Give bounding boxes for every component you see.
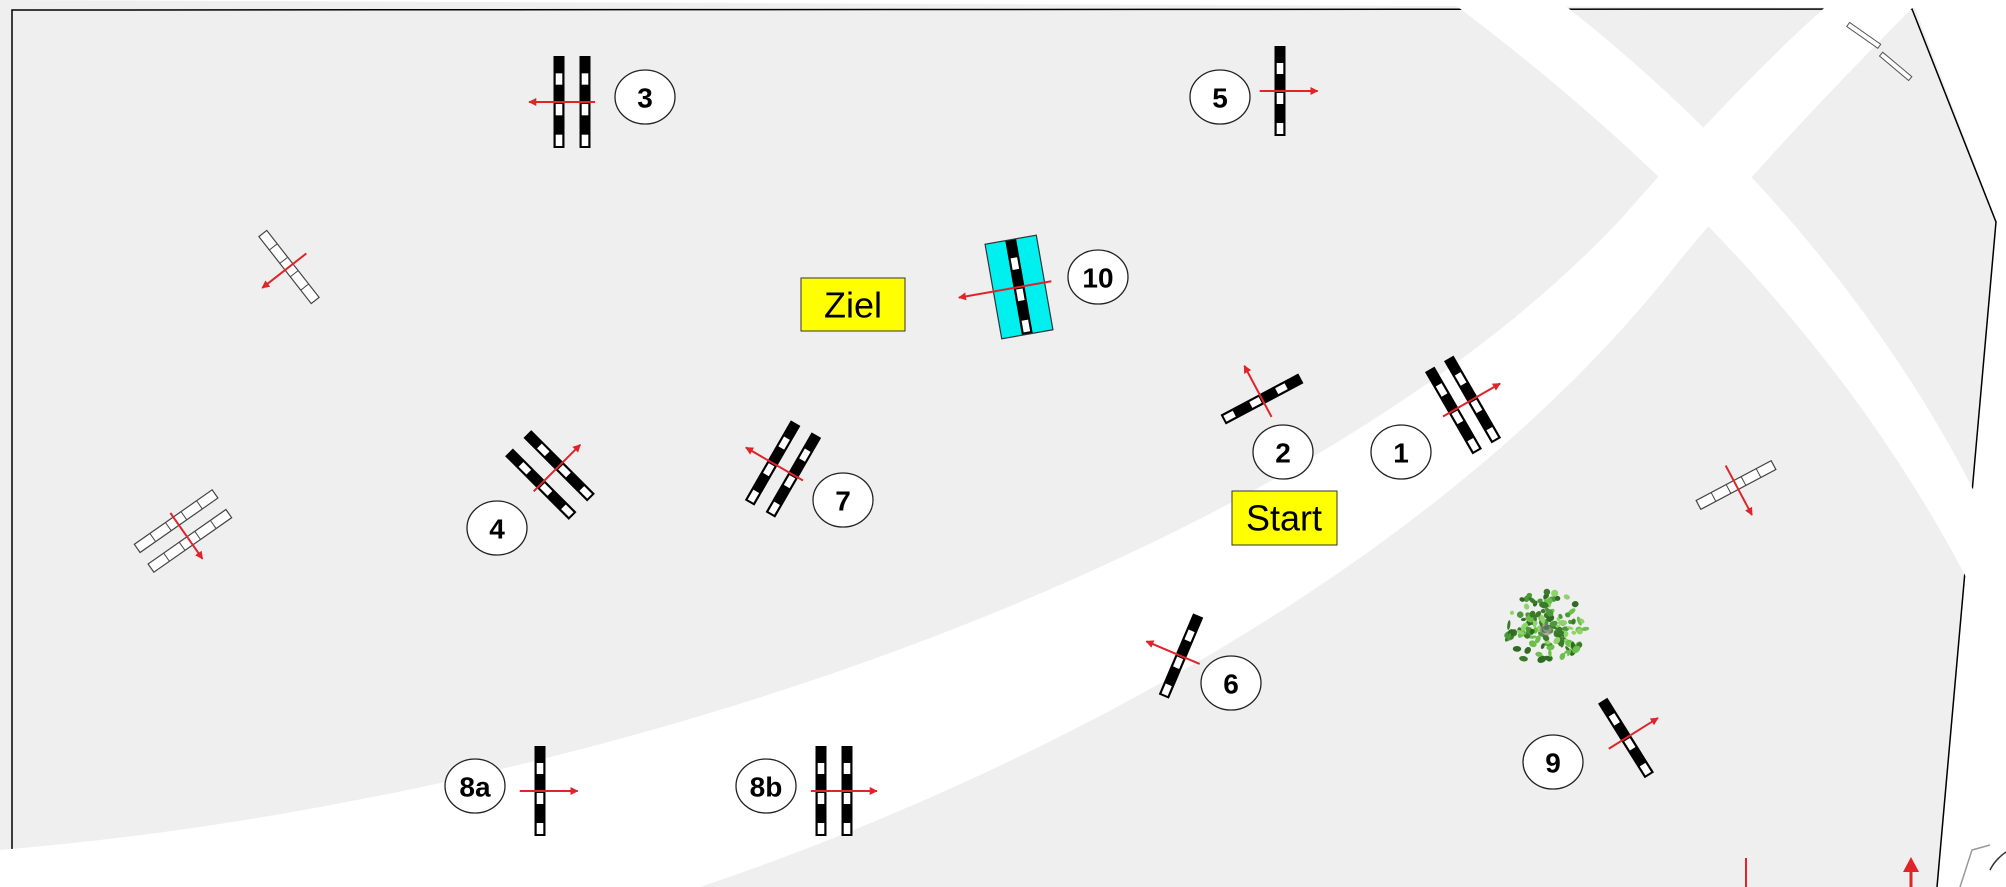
obstacle-number-7: 7 xyxy=(812,472,874,528)
obstacle-number-2: 2 xyxy=(1252,424,1314,480)
spare-jump-upper-left xyxy=(258,229,320,305)
obstacle-number-text: 3 xyxy=(637,83,653,114)
obstacle-number-text: 8b xyxy=(750,772,783,803)
spare-jump-right xyxy=(1695,459,1777,516)
jump-8a xyxy=(519,746,579,836)
jump-7 xyxy=(744,420,822,518)
corner-markers xyxy=(1846,21,1913,82)
finish-label-text: Ziel xyxy=(824,285,882,326)
direction-arrow-icon xyxy=(532,443,582,493)
obstacle-number-text: 9 xyxy=(1545,748,1561,779)
obstacle-number-text: 8a xyxy=(459,772,491,803)
potted-plant-icon xyxy=(1504,588,1590,663)
obstacle-number-5: 5 xyxy=(1189,69,1251,125)
obstacle-number-text: 10 xyxy=(1082,263,1113,294)
direction-arrow-icon xyxy=(745,446,804,482)
obstacle-number-3: 3 xyxy=(614,69,676,125)
obstacle-number-text: 1 xyxy=(1393,438,1409,469)
finish-label: Ziel xyxy=(800,277,906,332)
obstacle-number-8a: 8a xyxy=(444,758,506,814)
direction-arrow-icon xyxy=(169,512,204,560)
obstacle-number-text: 6 xyxy=(1223,669,1239,700)
direction-arrow-icon xyxy=(1608,717,1659,750)
jump-8b xyxy=(810,746,878,836)
obstacle-number-text: 2 xyxy=(1275,438,1291,469)
obstacle-number-9: 9 xyxy=(1522,734,1584,790)
obstacle-number-10: 10 xyxy=(1067,249,1129,305)
start-label: Start xyxy=(1231,490,1338,546)
direction-arrow-icon xyxy=(1442,382,1501,418)
obstacle-number-6: 6 xyxy=(1200,655,1262,711)
direction-arrow-icon xyxy=(1145,640,1201,665)
obstacle-number-text: 5 xyxy=(1212,83,1228,114)
obstacle-number-8b: 8b xyxy=(735,758,797,814)
numbers-layer: 1 2 3 4 5 6 7 8a 8b 9 10 xyxy=(444,69,1584,814)
direction-arrow-icon xyxy=(261,252,307,289)
start-label-text: Start xyxy=(1246,498,1322,539)
obstacle-number-text: 7 xyxy=(835,486,851,517)
jump-4 xyxy=(505,430,595,520)
obstacle-number-1: 1 xyxy=(1370,424,1432,480)
direction-arrow-icon xyxy=(1724,465,1753,516)
arrow-up-icon xyxy=(1903,857,1919,887)
spare-jump-left xyxy=(133,488,233,574)
obstacle-number-4: 4 xyxy=(466,500,528,556)
jump-6 xyxy=(1145,613,1204,699)
jump-3 xyxy=(528,56,596,148)
arena-boundary xyxy=(11,8,1997,887)
jump-9 xyxy=(1598,697,1659,779)
entrance-markers xyxy=(1745,844,2006,887)
jump-5 xyxy=(1259,46,1319,136)
jumps-layer xyxy=(133,46,1777,836)
jump-10 xyxy=(958,234,1054,340)
direction-arrow-icon xyxy=(1243,365,1273,418)
direction-arrow-icon xyxy=(958,280,1052,301)
jump-1 xyxy=(1424,355,1502,455)
obstacle-number-text: 4 xyxy=(489,514,505,545)
jump-2 xyxy=(1220,365,1304,425)
